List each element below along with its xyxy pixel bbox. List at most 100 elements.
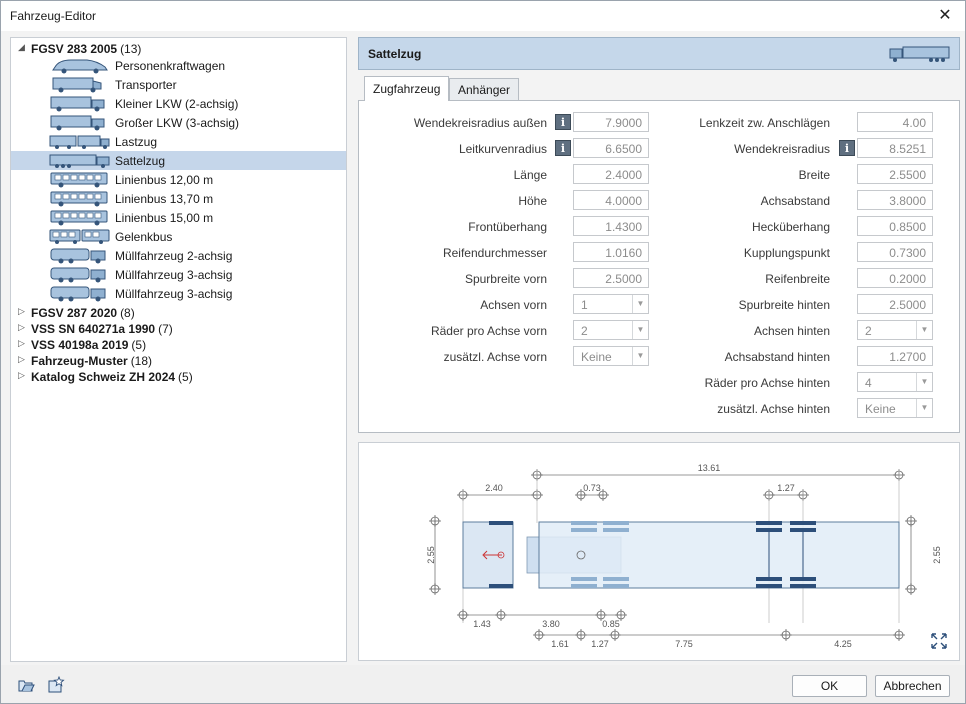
tree-item[interactable]: Kleiner LKW (2-achsig) [11,94,346,113]
property-dropdown[interactable]: Keine▼ [857,398,933,418]
dim-trailer-axle-spacing: 1.27 [591,639,609,649]
dim-width-right: 2.55 [932,546,942,564]
open-folder-icon[interactable] [17,676,35,694]
property-field[interactable]: 8.5251 [857,138,933,158]
property-label: Leitkurvenradius [458,142,547,156]
property-dropdown[interactable]: 2▼ [857,320,933,340]
tree-item[interactable]: Transporter [11,75,346,94]
property-field[interactable]: 0.7300 [857,242,933,262]
property-dropdown[interactable]: 2▼ [573,320,649,340]
property-field[interactable]: 1.4300 [573,216,649,236]
collapsed-arrow-icon[interactable]: ▷ [18,306,25,316]
dim-trailer-front: 1.61 [551,639,569,649]
collapsed-arrow-icon[interactable]: ▷ [18,370,25,380]
tree-item-label: Linienbus 12,00 m [115,173,214,187]
property-field[interactable]: 1.2700 [857,346,933,366]
favorite-settings-icon[interactable] [47,676,65,694]
dim-trailer-rear: 4.25 [834,639,852,649]
tree-group-vss-40198a[interactable]: ▷ VSS 40198a 2019(5) [18,338,147,352]
property-field[interactable]: 2.5500 [857,164,933,184]
tree-item[interactable]: Sattelzug [11,151,346,170]
property-field[interactable]: 2.4000 [573,164,649,184]
close-icon[interactable]: ✕ [938,7,952,24]
collapsed-arrow-icon[interactable]: ▷ [18,354,25,364]
vehicle-title: Sattelzug [368,47,422,61]
property-label: Reifenbreite [765,272,830,286]
chevron-down-icon[interactable]: ▼ [916,399,932,417]
tree-item[interactable]: Müllfahrzeug 2-achsig [11,246,346,265]
cancel-button[interactable]: Abbrechen [875,675,950,697]
chevron-down-icon[interactable]: ▼ [916,373,932,391]
dialog-footer: OK Abbrechen [1,665,965,703]
property-field[interactable]: 0.2000 [857,268,933,288]
property-dropdown[interactable]: 1▼ [573,294,649,314]
chevron-down-icon[interactable]: ▼ [916,321,932,339]
chevron-down-icon[interactable]: ▼ [632,347,648,365]
tree-item[interactable]: Linienbus 15,00 m [11,208,346,227]
property-field[interactable]: 3.8000 [857,190,933,210]
title-bar: Fahrzeug-Editor ✕ [1,1,965,31]
tab-zugfahrzeug[interactable]: Zugfahrzeug [364,76,450,101]
chevron-down-icon[interactable]: ▼ [632,295,648,313]
property-field[interactable]: 4.0000 [573,190,649,210]
property-field[interactable]: 0.8500 [857,216,933,236]
property-field[interactable]: 6.6500 [573,138,649,158]
tree-item[interactable]: Müllfahrzeug 3-achsig [11,265,346,284]
property-label: Lenkzeit zw. Anschlägen [699,116,830,130]
tree-item-label: Sattelzug [115,154,166,168]
dim-total: 13.61 [698,463,721,473]
tree-item[interactable]: Müllfahrzeug 3-achsig [11,284,346,303]
dimension-drawing: 13.61 2.40 0.73 1.27 2.55 2.55 [426,463,947,649]
info-icon[interactable]: i [555,140,571,156]
tree-item[interactable]: Linienbus 12,00 m [11,170,346,189]
tree-item-label: Gelenkbus [115,230,173,244]
tree-group-fahrzeug-muster[interactable]: ▷ Fahrzeug-Muster(18) [18,354,153,368]
tree-item[interactable]: Großer LKW (3-achsig) [11,113,346,132]
collapsed-arrow-icon[interactable]: ▷ [18,322,25,332]
tab-anhaenger[interactable]: Anhänger [449,78,520,101]
collapsed-arrow-icon[interactable]: ▷ [18,338,25,348]
tree-item[interactable]: Personenkraftwagen [11,56,346,75]
truck-icon [50,96,105,112]
property-label: Achsen vorn [480,298,547,312]
tree-item[interactable]: Gelenkbus [11,227,346,246]
property-field[interactable]: 1.0160 [573,242,649,262]
property-label: Räder pro Achse hinten [704,376,830,390]
info-icon[interactable]: i [555,114,571,130]
property-label: Räder pro Achse vorn [430,324,547,338]
property-label: Frontüberhang [468,220,547,234]
tree-item-label: Linienbus 15,00 m [115,211,214,225]
tree-group-fgsv-283-2005[interactable]: ◢ FGSV 283 2005(13) [18,42,142,56]
tree-group-vss-sn-640271a[interactable]: ▷ VSS SN 640271a 1990(7) [18,322,173,336]
chevron-down-icon[interactable]: ▼ [632,321,648,339]
zoom-fit-icon[interactable] [931,633,947,649]
tree-item-label: Kleiner LKW (2-achsig) [115,97,239,111]
info-icon[interactable]: i [839,140,855,156]
property-label: Spurbreite hinten [738,298,830,312]
property-field[interactable]: 2.5000 [573,268,649,288]
property-field[interactable]: 2.5000 [857,294,933,314]
property-dropdown[interactable]: 4▼ [857,372,933,392]
truck-trailer-icon [49,135,110,149]
property-field[interactable]: 4.00 [857,112,933,132]
tree-group-katalog-schweiz[interactable]: ▷ Katalog Schweiz ZH 2024(5) [18,370,193,384]
property-label: zusätzl. Achse hinten [717,402,830,416]
ok-button[interactable]: OK [792,675,867,697]
bus-icon [50,210,108,226]
tree-item[interactable]: Lastzug [11,132,346,151]
property-field[interactable]: 7.9000 [573,112,649,132]
tree-group-fgsv-287-2020[interactable]: ▷ FGSV 287 2020(8) [18,306,135,320]
property-label: Wendekreisradius [734,142,830,156]
expanded-arrow-icon[interactable]: ◢ [18,42,25,52]
articulated-bus-icon [49,229,110,244]
property-label: Achsabstand [760,194,830,208]
dim-coupling: 0.73 [583,483,601,493]
property-label: Reifendurchmesser [442,246,547,260]
property-label: Achsabstand hinten [724,350,830,364]
garbage-truck-icon [50,248,106,264]
property-dropdown[interactable]: Keine▼ [573,346,649,366]
tree-item[interactable]: Linienbus 13,70 m [11,189,346,208]
garbage-truck-icon [50,286,106,302]
